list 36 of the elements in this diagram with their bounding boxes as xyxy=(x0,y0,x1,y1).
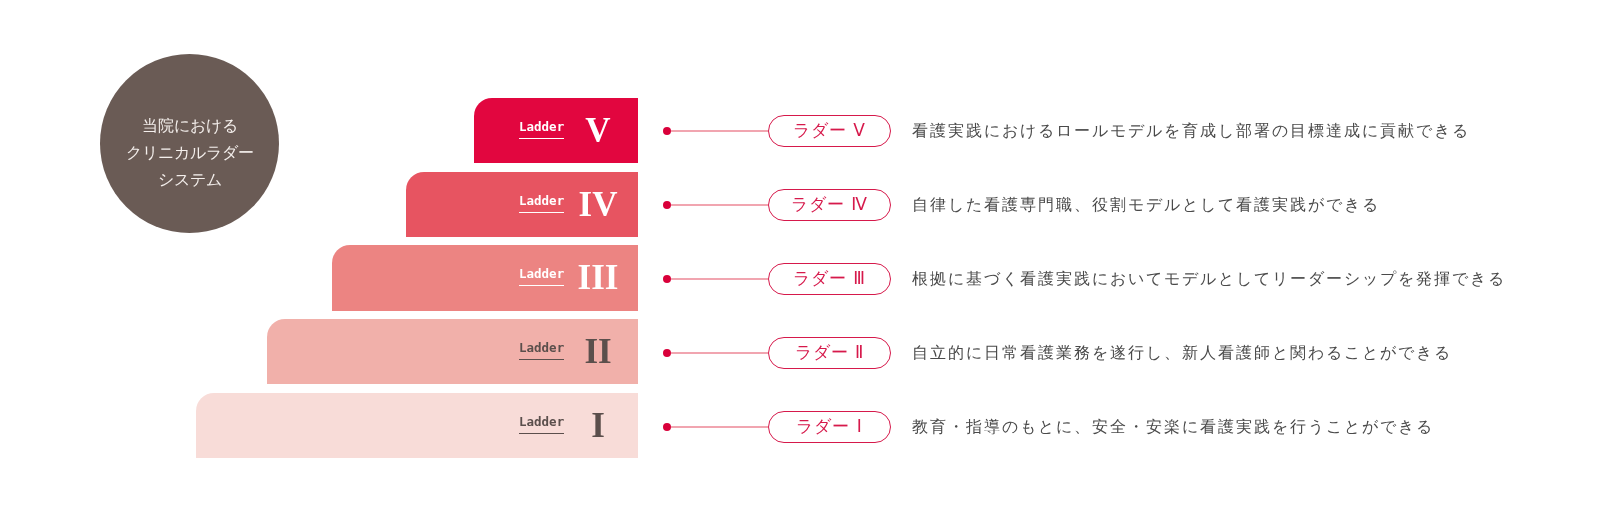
level-description: 看護実践におけるロールモデルを育成し部署の目標達成に貢献できる xyxy=(912,120,1470,142)
connector-line xyxy=(670,352,769,354)
level-tag: ラダー Ⅰ xyxy=(768,411,891,443)
level-numeral: V xyxy=(584,110,612,151)
ladder-label: Ladder xyxy=(519,192,565,213)
dot-icon xyxy=(663,423,671,431)
connector-line xyxy=(670,278,769,280)
level-numeral: II xyxy=(583,331,613,372)
ladder-label: Ladder xyxy=(519,266,565,286)
dot-icon xyxy=(663,201,671,209)
ladder-step xyxy=(474,98,638,163)
dot-icon xyxy=(663,275,671,283)
level-numeral: I xyxy=(590,405,606,446)
ladder-step xyxy=(406,172,638,237)
level-numeral: IV xyxy=(577,184,619,225)
level-description: 教育・指導のもとに、安全・安楽に看護実践を行うことができる xyxy=(912,416,1434,438)
level-description: 根拠に基づく看護実践においてモデルとしてリーダーシップを発揮できる xyxy=(912,268,1506,290)
level-tag: ラダー Ⅴ xyxy=(768,115,891,147)
level-description: 自律した看護専門職、役割モデルとして看護実践ができる xyxy=(912,194,1380,216)
level-tag: ラダー Ⅳ xyxy=(768,189,891,221)
ladder-label: Ladder xyxy=(519,339,565,360)
level-description: 自立的に日常看護業務を遂行し、新人看護師と関わることができる xyxy=(912,342,1452,364)
ladder-step xyxy=(196,393,638,458)
connector-line xyxy=(670,426,769,428)
ladder-label: Ladder xyxy=(519,413,565,434)
ladder-step xyxy=(267,319,638,384)
connector-line xyxy=(670,204,769,206)
dot-icon xyxy=(663,349,671,357)
heading-text: 当院におけるクリニカルラダーシステム xyxy=(125,114,254,191)
level-tag: ラダー Ⅱ xyxy=(768,337,891,369)
connector-line xyxy=(670,130,769,132)
dot-icon xyxy=(663,127,671,135)
level-tag: ラダー Ⅲ xyxy=(768,263,891,295)
level-numeral: III xyxy=(576,258,620,298)
ladder-label: Ladder xyxy=(519,118,565,139)
ladder-step xyxy=(332,245,638,311)
